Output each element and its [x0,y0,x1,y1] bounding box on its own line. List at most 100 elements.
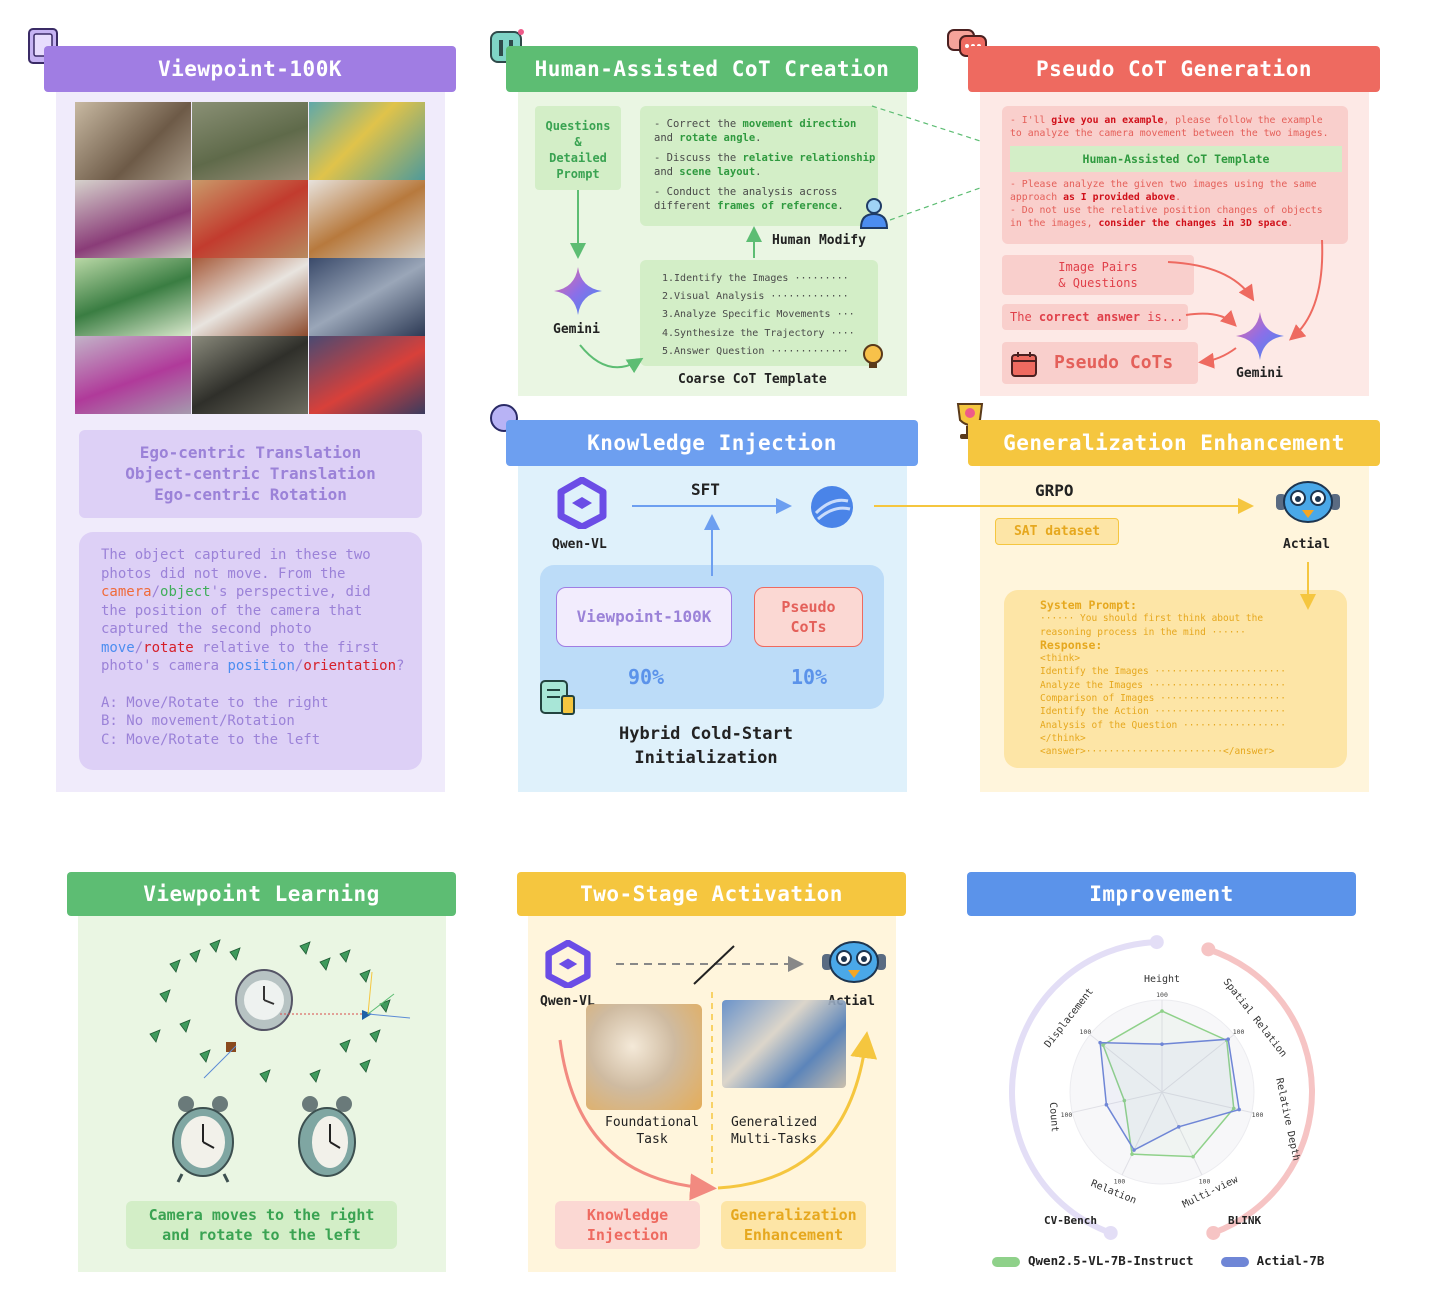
questions-prompt-box: Questions & Detailed Prompt [535,106,621,190]
qwen-logo-icon [557,477,607,529]
viewpoint100k-title: Viewpoint-100K [44,46,456,92]
radar-max-label: 100 [1233,1028,1245,1036]
question-line: The object captured in these two [101,547,371,563]
word-camera: camera [101,584,152,600]
question-mark: ? [396,658,405,674]
radar-spoke [1161,1091,1203,1176]
response-label: Response: [1040,637,1103,652]
camera-caption-box: Camera moves to the right and rotate to … [126,1201,397,1249]
cv-bench-arc-start [1103,1225,1118,1240]
knowledge-line: Injection [586,1226,669,1244]
pseudo-cots-label: Pseudo CoTs [1054,352,1174,373]
two-stage-title: Two-Stage Activation [517,872,906,916]
step-item: 1.Identify the Images ········· [662,273,849,284]
note-highlight: movement direction [742,118,857,130]
image-pairs-label: Image Pairs [1058,260,1138,274]
pseudo-data-box: Pseudo CoTs [754,587,863,647]
note-highlight: frames of reference [717,199,838,212]
qwen-label-2: Qwen-VL [540,994,595,1009]
blink-arc-end [1206,1225,1221,1240]
question-text: photo's camera [101,658,228,674]
template-box: Human-Assisted CoT Template [1010,146,1342,172]
sat-dataset-badge: SAT dataset [995,518,1119,545]
generalized-line: Generalized [730,1115,818,1130]
cv-bench-arc [1009,939,1160,1236]
cots-label: CoTs [790,618,827,636]
legend-swatch-actial [1220,1256,1249,1267]
option-b: B: No movement/Rotation [101,713,295,729]
photo-pink [75,336,191,414]
grpo-label: GRPO [1035,481,1074,500]
question-box: The object captured in these two photos … [79,532,422,770]
cv-bench-label: CV-Bench [1044,1214,1097,1227]
qwen-logo-icon-2 [545,940,591,988]
prompt-text: - I'll [1010,115,1052,126]
question-line: captured the second photo [101,621,312,637]
radar-max-label: 100 [1252,1111,1264,1119]
note-text: and [654,131,680,144]
question-line: move/rotate relative to the first [101,639,422,658]
slash: / [151,584,161,600]
radar-point [1226,1037,1230,1042]
foundational-line: Task [636,1132,668,1147]
system-prompt-label: System Prompt: [1040,598,1137,612]
radar-max-label: 100 [1156,991,1168,999]
caption-line: Camera moves to the right [148,1206,375,1224]
question-line: photos did not move. From the [101,565,346,582]
photo-box [192,258,308,336]
prompt-highlight: give you an example [1051,115,1164,126]
system-prompt-text: ······ You should first think about the [1040,613,1264,625]
hybrid-line: Initialization [634,748,778,768]
ampersand: & [574,135,582,149]
alarm-clock-right-icon [298,1096,356,1177]
photo-clock [309,258,425,336]
photo-red-box [309,336,425,414]
prompt-text: to analyze the camera movement between t… [1010,128,1329,139]
sft-label: SFT [691,480,720,499]
generalized-line: Multi-Tasks [730,1132,818,1147]
qwen-label: Qwen-VL [552,537,607,552]
photo-bikes [192,102,308,180]
coarse-steps-box: 1.Identify the Images ········· 2.Visual… [640,260,878,366]
radar-max-label: 100 [1061,1111,1073,1119]
pct-pseudo: 10% [790,665,828,689]
coarse-template-label: Coarse CoT Template [678,372,827,387]
radar-axis-label: Count [1047,1102,1060,1133]
radar-max-label: 100 [1199,1177,1211,1185]
document-icon [540,680,575,715]
response-line: <think> [1040,653,1081,665]
note-text: . [755,131,762,144]
radar-max-label: 100 [1080,1028,1092,1036]
system-prompt-text: reasoning process in the mind ······ [1040,626,1246,638]
prompt-text: , please follow the example [1163,115,1323,126]
answer-text: is... [1140,310,1184,324]
prompt-text: - Please analyze the given two images us… [1010,179,1317,190]
camera-scatter-illustration [149,939,411,1083]
knowledge-title: Knowledge Injection [506,420,918,466]
radar-point [1098,1040,1102,1045]
radar-series-actial [1099,1038,1240,1152]
photo-fan [75,180,191,258]
radar-point [1104,1102,1109,1107]
prompt-text: - Do not use the relative position chang… [1010,205,1323,216]
chart-legend: Qwen2.5-VL-7B-Instruct Actial-7B [992,1253,1324,1268]
word-orientation: orientation [303,658,397,674]
photo-chairs [75,102,191,180]
slash: / [294,658,304,674]
photo-truck [309,102,425,180]
system-prompt-box: System Prompt: ······ You should first t… [1004,590,1347,768]
note-text: and [654,165,680,178]
radar-point [1160,1042,1164,1046]
pseudo-label: Pseudo [781,598,836,616]
prompt-text: approach [1010,192,1064,203]
generalization-line: Enhancement [743,1226,844,1244]
question-line: photo's camera position/orientation? [101,657,422,676]
detailed-label: Detailed [549,151,607,165]
note-text: - Correct the [654,118,743,130]
lightbulb-icon [863,344,883,368]
question-text: 's perspective, did [210,584,371,600]
response-line: Identify the Action ····················… [1040,706,1286,718]
robot-icon [1276,481,1340,523]
radar-axis-label: Relative Depth [1273,1077,1301,1162]
cv-bench-arc-end [1149,935,1164,950]
